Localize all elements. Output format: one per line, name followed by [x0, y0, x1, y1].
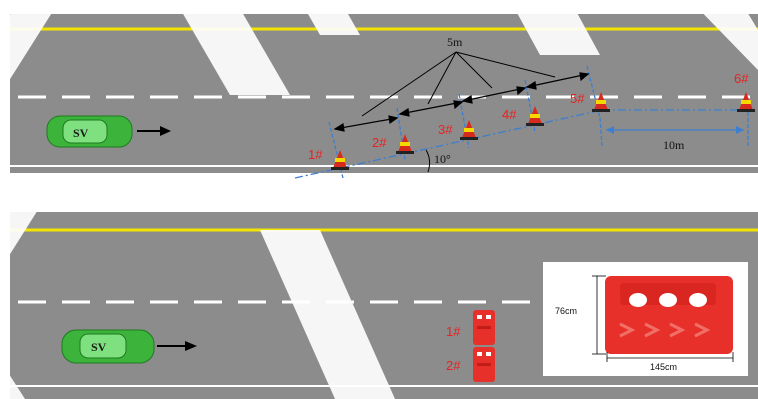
cone-6 [737, 92, 755, 112]
top-angle-label: 10° [434, 152, 451, 166]
cone-4 [526, 106, 544, 126]
top-spacing-arrows [333, 72, 590, 132]
top-gap-measure [606, 126, 744, 134]
scene-divider [0, 180, 758, 210]
bottom-road-scene: SV 1# 2# [10, 212, 758, 399]
cone-3-label: 3# [438, 122, 453, 137]
top-spacing-pointer-lines [361, 51, 556, 117]
cone-6-label: 6# [734, 71, 749, 86]
top-direction-arrow [137, 126, 171, 136]
cone-1 [331, 150, 349, 170]
barrier-2 [473, 347, 495, 382]
top-car-label: SV [73, 126, 89, 140]
bottom-direction-arrow [157, 341, 197, 351]
inset-width-label: 145cm [650, 362, 677, 372]
top-angle-arc [425, 149, 431, 173]
cone-5-label: 5# [570, 91, 585, 106]
barrier-2-label: 2# [446, 358, 461, 373]
cone-2 [396, 134, 414, 154]
barrier-1-label: 1# [446, 324, 461, 339]
cone-5 [592, 92, 610, 112]
car-roof [62, 119, 108, 144]
bottom-subject-vehicle: SV [61, 329, 155, 364]
barrier-dimension-inset: 76cm 145cm [543, 262, 748, 376]
top-road-surface [10, 14, 758, 173]
top-gap-label: 10m [663, 138, 685, 152]
car-roof [79, 333, 127, 359]
cone-4-label: 4# [502, 107, 517, 122]
inset-barrier-drawing [605, 276, 733, 354]
inset-width-dimension [606, 352, 734, 362]
bottom-car-label: SV [91, 340, 107, 354]
barrier-1 [473, 310, 495, 345]
top-road-scene: SV 10° [10, 14, 758, 179]
inset-height-label: 76cm [555, 306, 577, 316]
cone-2-label: 2# [372, 135, 387, 150]
top-subject-vehicle: SV [46, 115, 133, 148]
cone-1-label: 1# [308, 147, 323, 162]
inset-height-dimension [592, 275, 606, 355]
cone-3 [460, 120, 478, 140]
top-spacing-label: 5m [447, 35, 463, 49]
